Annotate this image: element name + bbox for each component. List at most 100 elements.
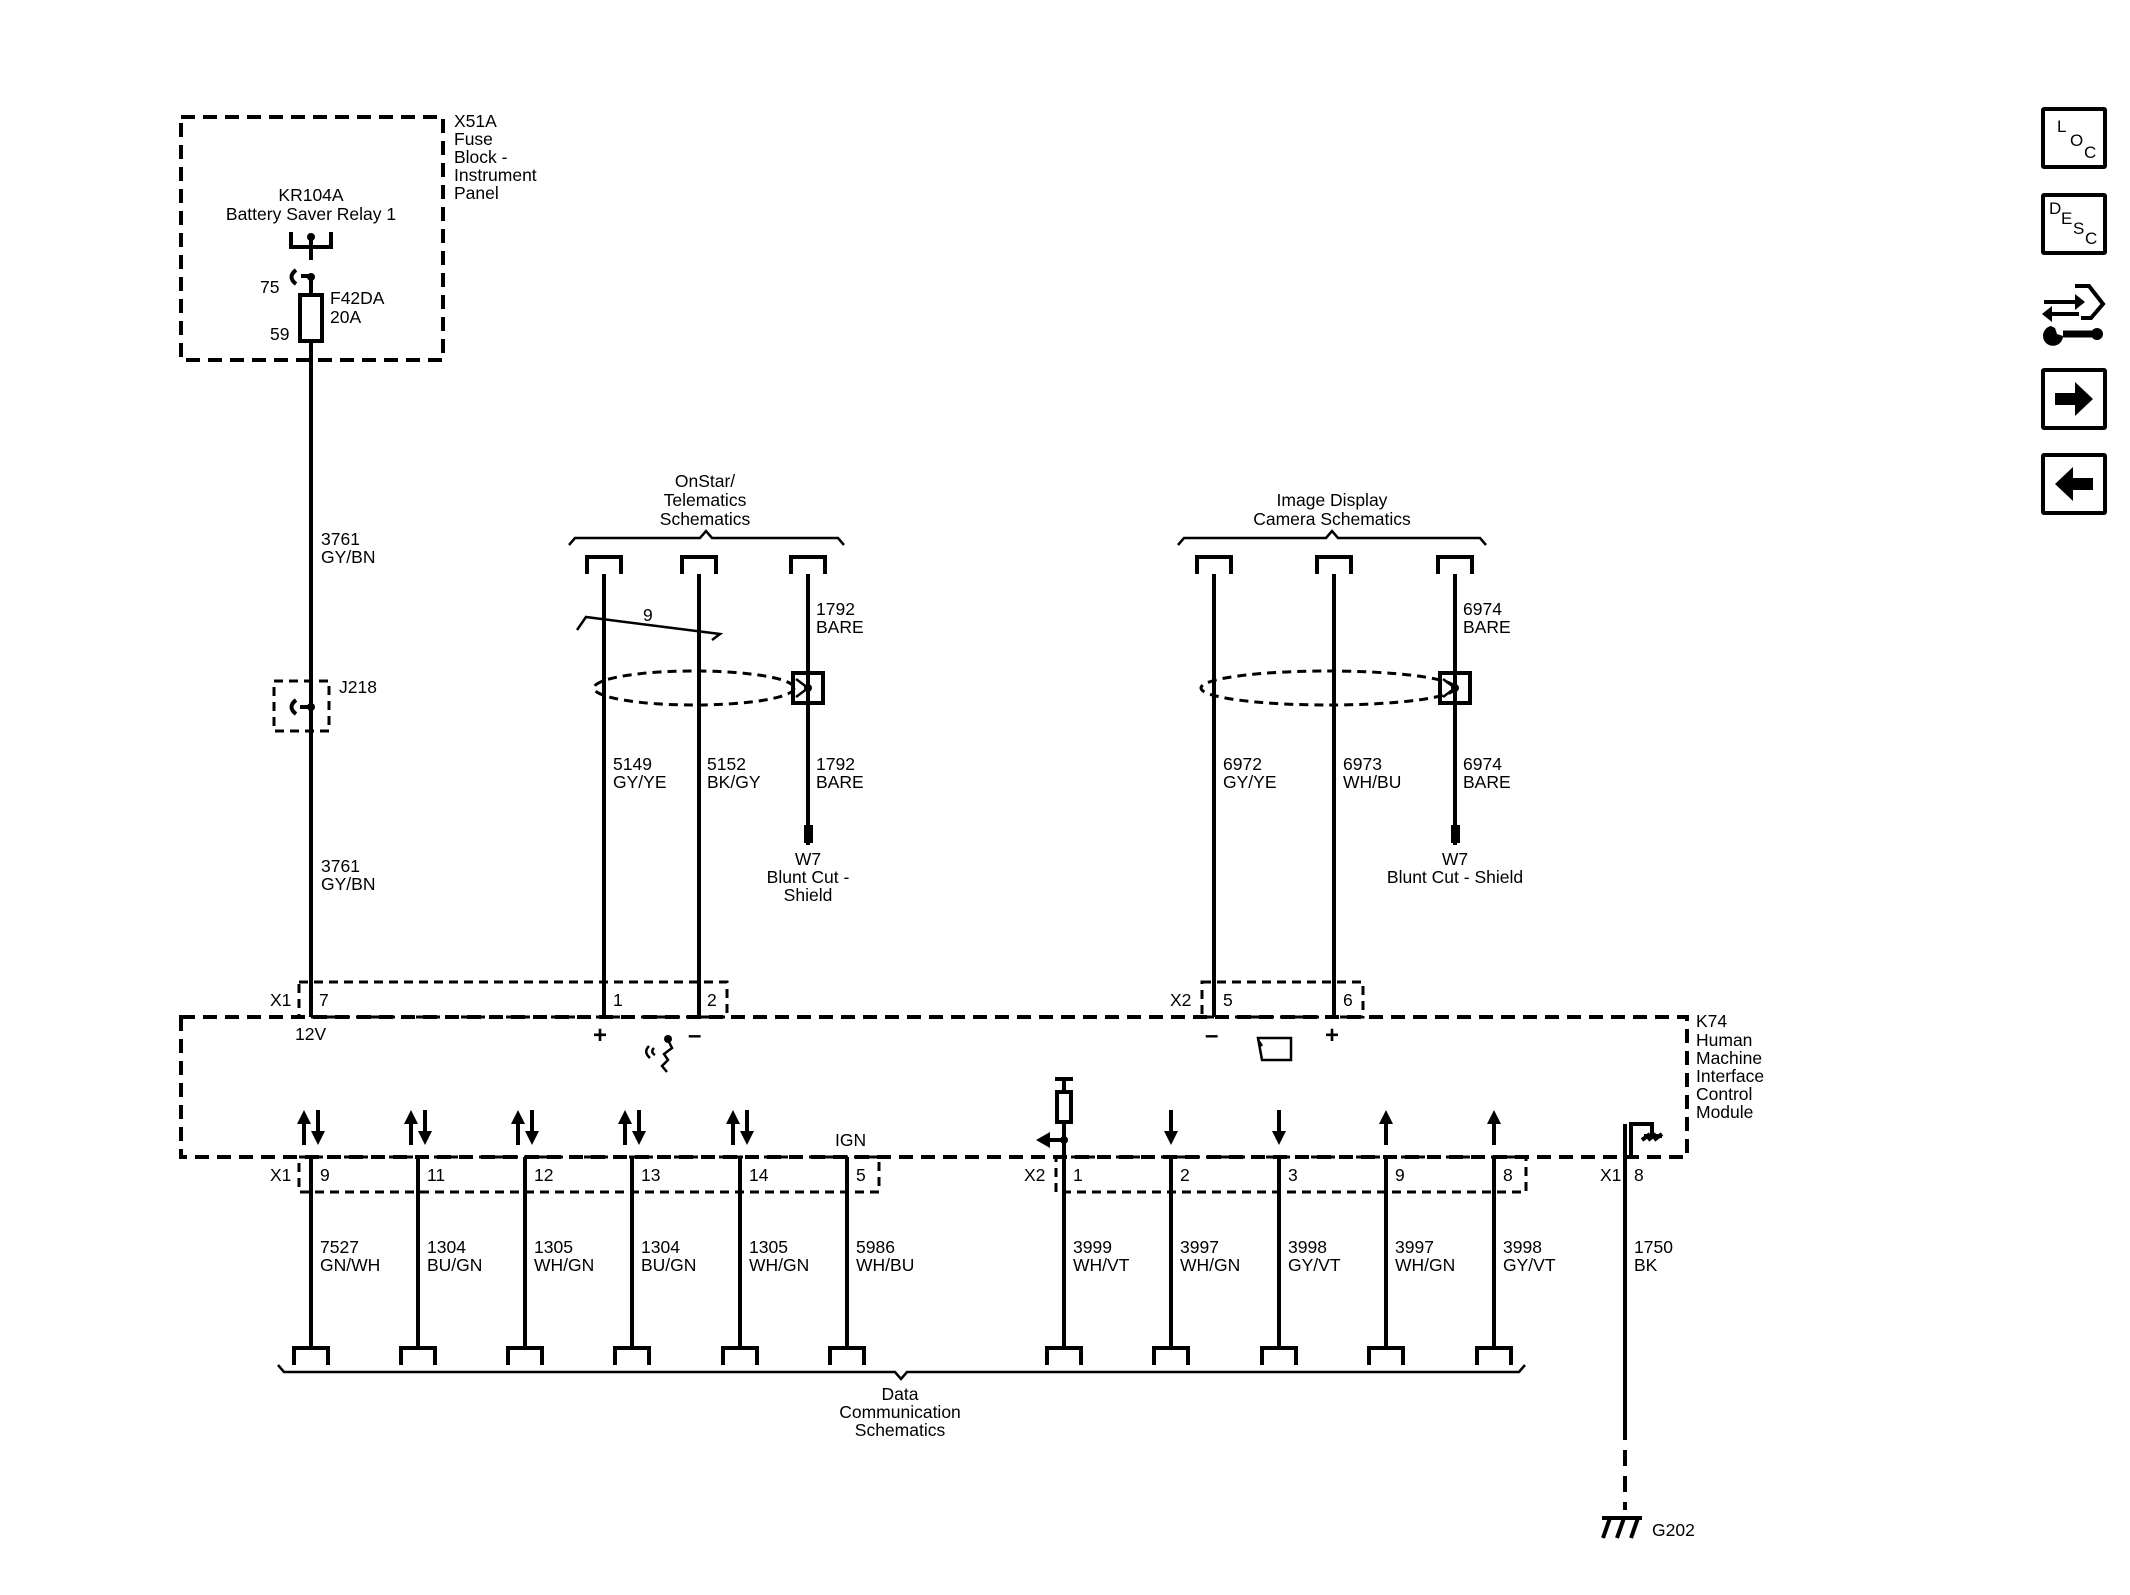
bottom-pin-number: 3 [1288, 1165, 1298, 1185]
next-page-button[interactable] [2041, 368, 2107, 430]
bottom-wire-circuit: 3997 [1180, 1237, 1219, 1257]
arrow-up-head [404, 1110, 418, 1124]
camera-wire-3-circuit: 6974 [1463, 754, 1502, 774]
onstar-connector-3 [789, 555, 827, 574]
internal-ground-symbol [1629, 1122, 1664, 1157]
onstar-title-1: OnStar/ [675, 471, 735, 491]
loc-letter-o: O [2070, 131, 2084, 150]
bottom-wire-circuit: 5986 [856, 1237, 895, 1257]
fuse-block-id: X51A [454, 111, 497, 131]
onstar-shield-2: Blunt Cut - [767, 867, 850, 887]
bottom-wire-color: GN/WH [320, 1255, 380, 1275]
onstar-wire-1-color: GY/YE [613, 772, 667, 792]
bottom-x1-connector [297, 1155, 881, 1194]
module-desc-3: Interface [1696, 1066, 1764, 1086]
onstar-plus: + [593, 1022, 607, 1049]
twist-count: 9 [643, 605, 653, 625]
wire-terminal [1475, 1346, 1513, 1365]
camera-drain-box [1438, 671, 1472, 705]
onstar-shield-ellipse [592, 669, 796, 707]
wire-terminal [721, 1346, 759, 1365]
label-12v: 12V [295, 1024, 326, 1044]
arrow-up-head [726, 1110, 740, 1124]
arrow-up-head [618, 1110, 632, 1124]
module-id: K74 [1696, 1011, 1727, 1031]
relay-id: KR104A [278, 185, 344, 205]
power-wire-3761: 3761 GY/BN J218 3761 GY/BN [272, 277, 377, 1017]
bottom-wire-circuit: 1304 [641, 1237, 680, 1257]
onstar-bracket [568, 529, 845, 546]
onstar-title-3: Schematics [660, 509, 751, 529]
wire-3761-upper-circuit: 3761 [321, 529, 360, 549]
fuse-block-x51a: X51A Fuse Block - Instrument Panel KR104… [179, 111, 537, 362]
bottom-pin-number: 9 [320, 1165, 330, 1185]
camera-section: Image Display Camera Schematics 6974 BAR… [1177, 490, 1523, 1017]
camera-wire-1-color: GY/YE [1223, 772, 1277, 792]
data-comm-title-1: Data [882, 1384, 919, 1404]
camera-connector-3 [1436, 555, 1474, 574]
top-x1-pin-2: 2 [707, 990, 717, 1010]
data-comm-title-3: Schematics [855, 1420, 946, 1440]
top-x2-connector [1200, 980, 1365, 1019]
bottom-wire-color: WH/GN [1180, 1255, 1240, 1275]
module-desc-1: Human [1696, 1030, 1752, 1050]
bottom-pin-number: 13 [641, 1165, 660, 1185]
camera-drain-upper-circuit: 6974 [1463, 599, 1502, 619]
top-x2-pin-5: 5 [1223, 990, 1233, 1010]
data-comm-section: Data Communication Schematics [277, 1364, 1526, 1440]
data-comm-bracket [277, 1364, 1526, 1381]
fuse-id: F42DA [330, 288, 385, 308]
module-k74: K74 Human Machine Interface Control Modu… [179, 980, 1764, 1194]
bottom-wire-color: BU/GN [641, 1255, 696, 1275]
camera-title-2: Camera Schematics [1253, 509, 1411, 529]
onstar-wire-3-circuit: 1792 [816, 754, 855, 774]
splice-node [307, 703, 315, 711]
wire-terminal [1367, 1346, 1405, 1365]
arrow-down-head [311, 1131, 325, 1145]
fuse-rating: 20A [330, 307, 361, 327]
wire-3761-lower-circuit: 3761 [321, 856, 360, 876]
bottom-wire-color: WH/VT [1073, 1255, 1130, 1275]
wire-terminal [613, 1346, 651, 1365]
camera-plus: + [1325, 1022, 1339, 1049]
bottom-x2-label: X2 [1024, 1165, 1045, 1185]
camera-title-1: Image Display [1277, 490, 1388, 510]
previous-page-button[interactable] [2041, 453, 2107, 515]
arrow-down-head [740, 1131, 754, 1145]
relay-node [307, 233, 315, 241]
connector-tools-button[interactable] [2041, 278, 2107, 348]
bottom-pin-number: 8 [1503, 1165, 1513, 1185]
bottom-wires: 97527GN/WH111304BU/GN121305WH/GN131304BU… [292, 1110, 1673, 1440]
location-button[interactable]: L O C [2041, 107, 2107, 169]
ground-label: G202 [1652, 1520, 1695, 1540]
arrow-out-head [1487, 1110, 1501, 1124]
camera-connector-1 [1195, 555, 1233, 574]
loc-letter-l: L [2057, 117, 2067, 136]
onstar-connector-2 [680, 555, 718, 574]
camera-shield-2: Blunt Cut - Shield [1387, 867, 1523, 887]
bottom-wire-circuit: 3998 [1288, 1237, 1327, 1257]
description-button[interactable]: D E S C [2041, 193, 2107, 255]
arrow-out-head [1379, 1110, 1393, 1124]
pullup-resistor-symbol [1036, 1077, 1073, 1148]
twist-mark [575, 615, 724, 641]
camera-shield-end [1451, 825, 1460, 843]
ground-g202: G202 [1601, 1330, 1695, 1540]
top-x1-pin-1: 1 [613, 990, 623, 1010]
bottom-pin-number: 9 [1395, 1165, 1405, 1185]
onstar-drain-upper-circuit: 1792 [816, 599, 855, 619]
bottom-pin-number: 5 [856, 1165, 866, 1185]
fuse-block-desc-2: Block - [454, 147, 508, 167]
relay-name: Battery Saver Relay 1 [226, 204, 396, 224]
camera-wire-1-circuit: 6972 [1223, 754, 1262, 774]
camera-wire-2-circuit: 6973 [1343, 754, 1382, 774]
bottom-x1b-label: X1 [1600, 1165, 1621, 1185]
wire-terminal [292, 1346, 330, 1365]
